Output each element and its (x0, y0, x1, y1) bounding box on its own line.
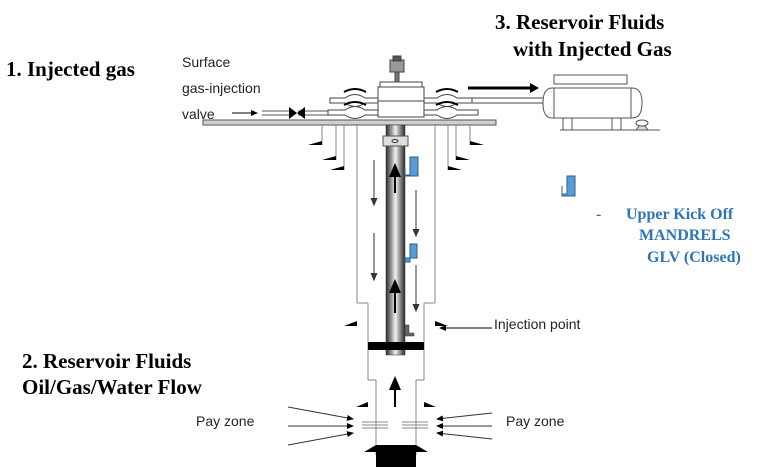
upper-mandrel-glv-icons (404, 156, 419, 263)
legend-line2: MANDRELS (639, 227, 731, 244)
mandrel-glv-icon-1 (404, 156, 419, 177)
casing (321, 125, 471, 455)
separator-tank (542, 74, 660, 131)
production-tubing (382, 124, 409, 356)
mandrel-glv-icon-2 (404, 243, 418, 263)
bottom-plug (364, 445, 428, 467)
legend-mandrel-glv-icon (561, 175, 576, 197)
wellhead (327, 55, 545, 119)
injected-gas-callout: 1. Injected gas (6, 57, 135, 81)
injection-point-valve (404, 324, 415, 337)
casing-shoes (308, 141, 484, 407)
reservoir-with-gas-callout-line2: with Injected Gas (513, 37, 672, 61)
surface-valve-label-line2: gas-injection (182, 80, 261, 96)
annulus-gas-flow-arrows (370, 160, 420, 313)
production-flow-arrow (468, 83, 539, 93)
surface-valve-label-line3: valve (182, 106, 215, 122)
reservoir-fluids-callout-line2: Oil/Gas/Water Flow (22, 375, 202, 399)
surface-valve-icon (289, 107, 305, 119)
reservoir-with-gas-callout-line1: 3. Reservoir Fluids (495, 10, 665, 34)
reservoir-fluids-callout-line1: 2. Reservoir Fluids (22, 349, 192, 373)
surface-valve-label-line1: Surface (182, 54, 231, 70)
surface-plate (202, 119, 497, 126)
legend-dash: - (596, 206, 602, 223)
pay-zone-inflow-arrows (287, 406, 493, 446)
pay-zone-right-label: Pay zone (506, 413, 565, 429)
legend-line1: Upper Kick Off (626, 206, 734, 223)
legend-line3: GLV (Closed) (647, 249, 741, 266)
pay-zone-left-label: Pay zone (196, 413, 255, 429)
packer (368, 342, 424, 350)
gas-injection-line (232, 110, 330, 116)
perforations (362, 421, 428, 429)
injection-point-label: Injection point (494, 316, 581, 332)
